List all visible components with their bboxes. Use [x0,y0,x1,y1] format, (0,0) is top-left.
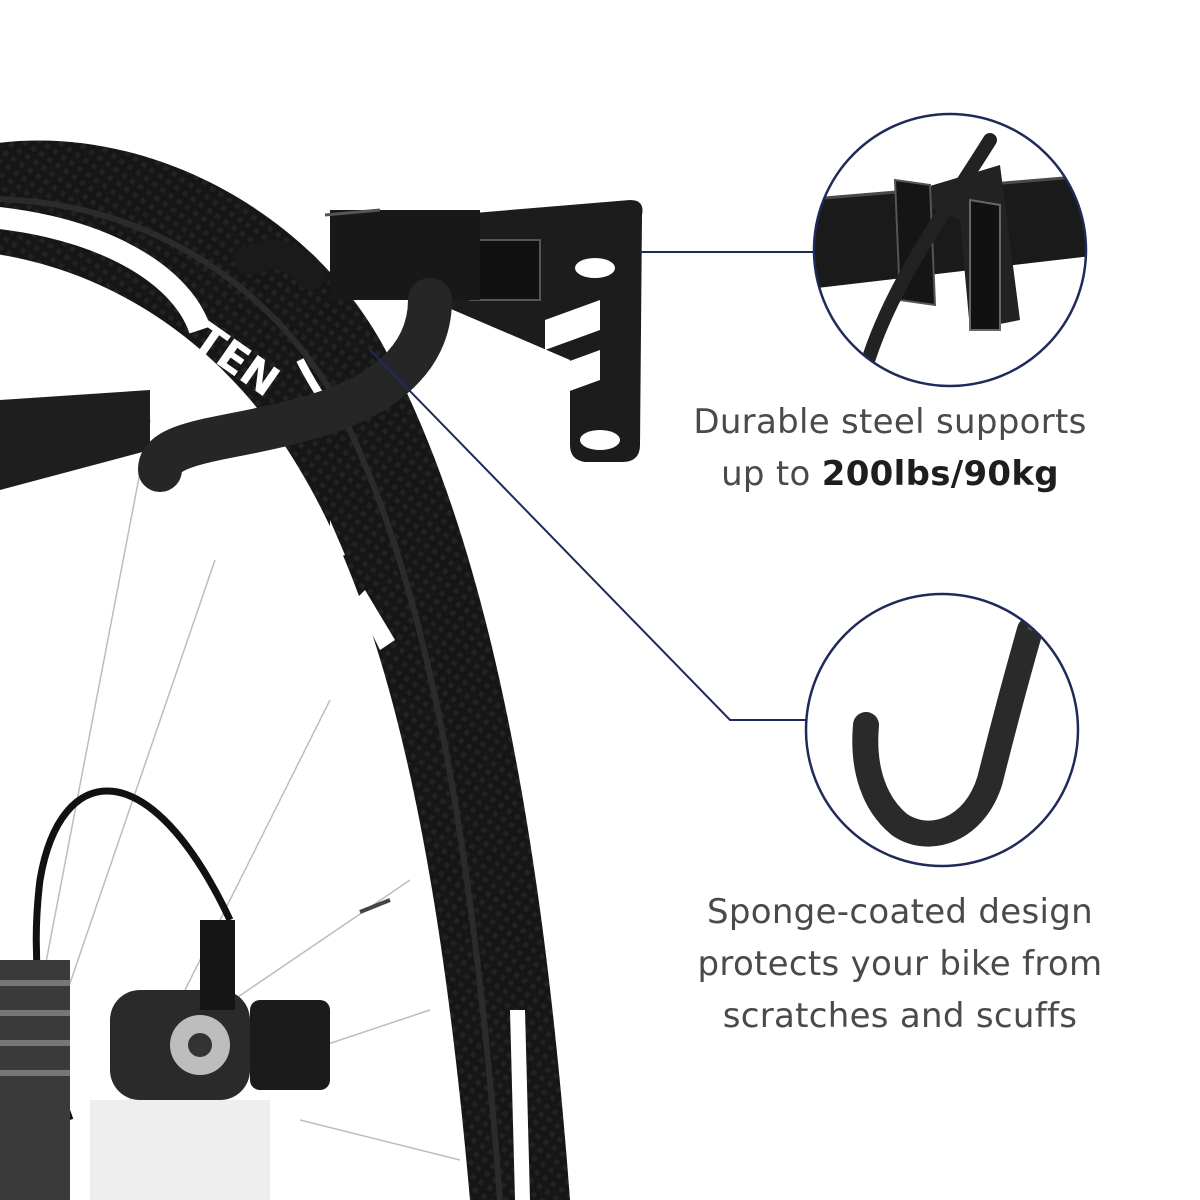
steel-capacity-value: 200lbs/90kg [821,454,1059,494]
rim-stripe [0,207,211,334]
steel-caption-line2: up to 200lbs/90kg [660,448,1120,500]
steel-caption-prefix: up to [721,454,822,494]
sponge-caption-line3: scratches and scuffs [722,996,1078,1036]
callout-sponge-caption: Sponge-coated design protects your bike … [660,886,1140,1042]
steel-caption-line1: Durable steel supports [693,402,1087,442]
callout-circle-sponge [804,592,1080,868]
leader-line-sponge [369,349,806,721]
leader-lines [369,251,814,721]
cassette [0,960,70,1200]
callout-circle-steel [812,112,1088,388]
sponge-hook-arm [138,278,452,492]
sponge-caption-line2: protects your bike from [697,944,1103,984]
derailleur [90,920,330,1200]
callout-steel-caption: Durable steel supports up to 200lbs/90kg [660,396,1120,500]
sponge-caption-line1: Sponge-coated design [706,892,1094,932]
bike-frame-tube [0,390,150,490]
wall-mount-bracket [324,200,643,462]
